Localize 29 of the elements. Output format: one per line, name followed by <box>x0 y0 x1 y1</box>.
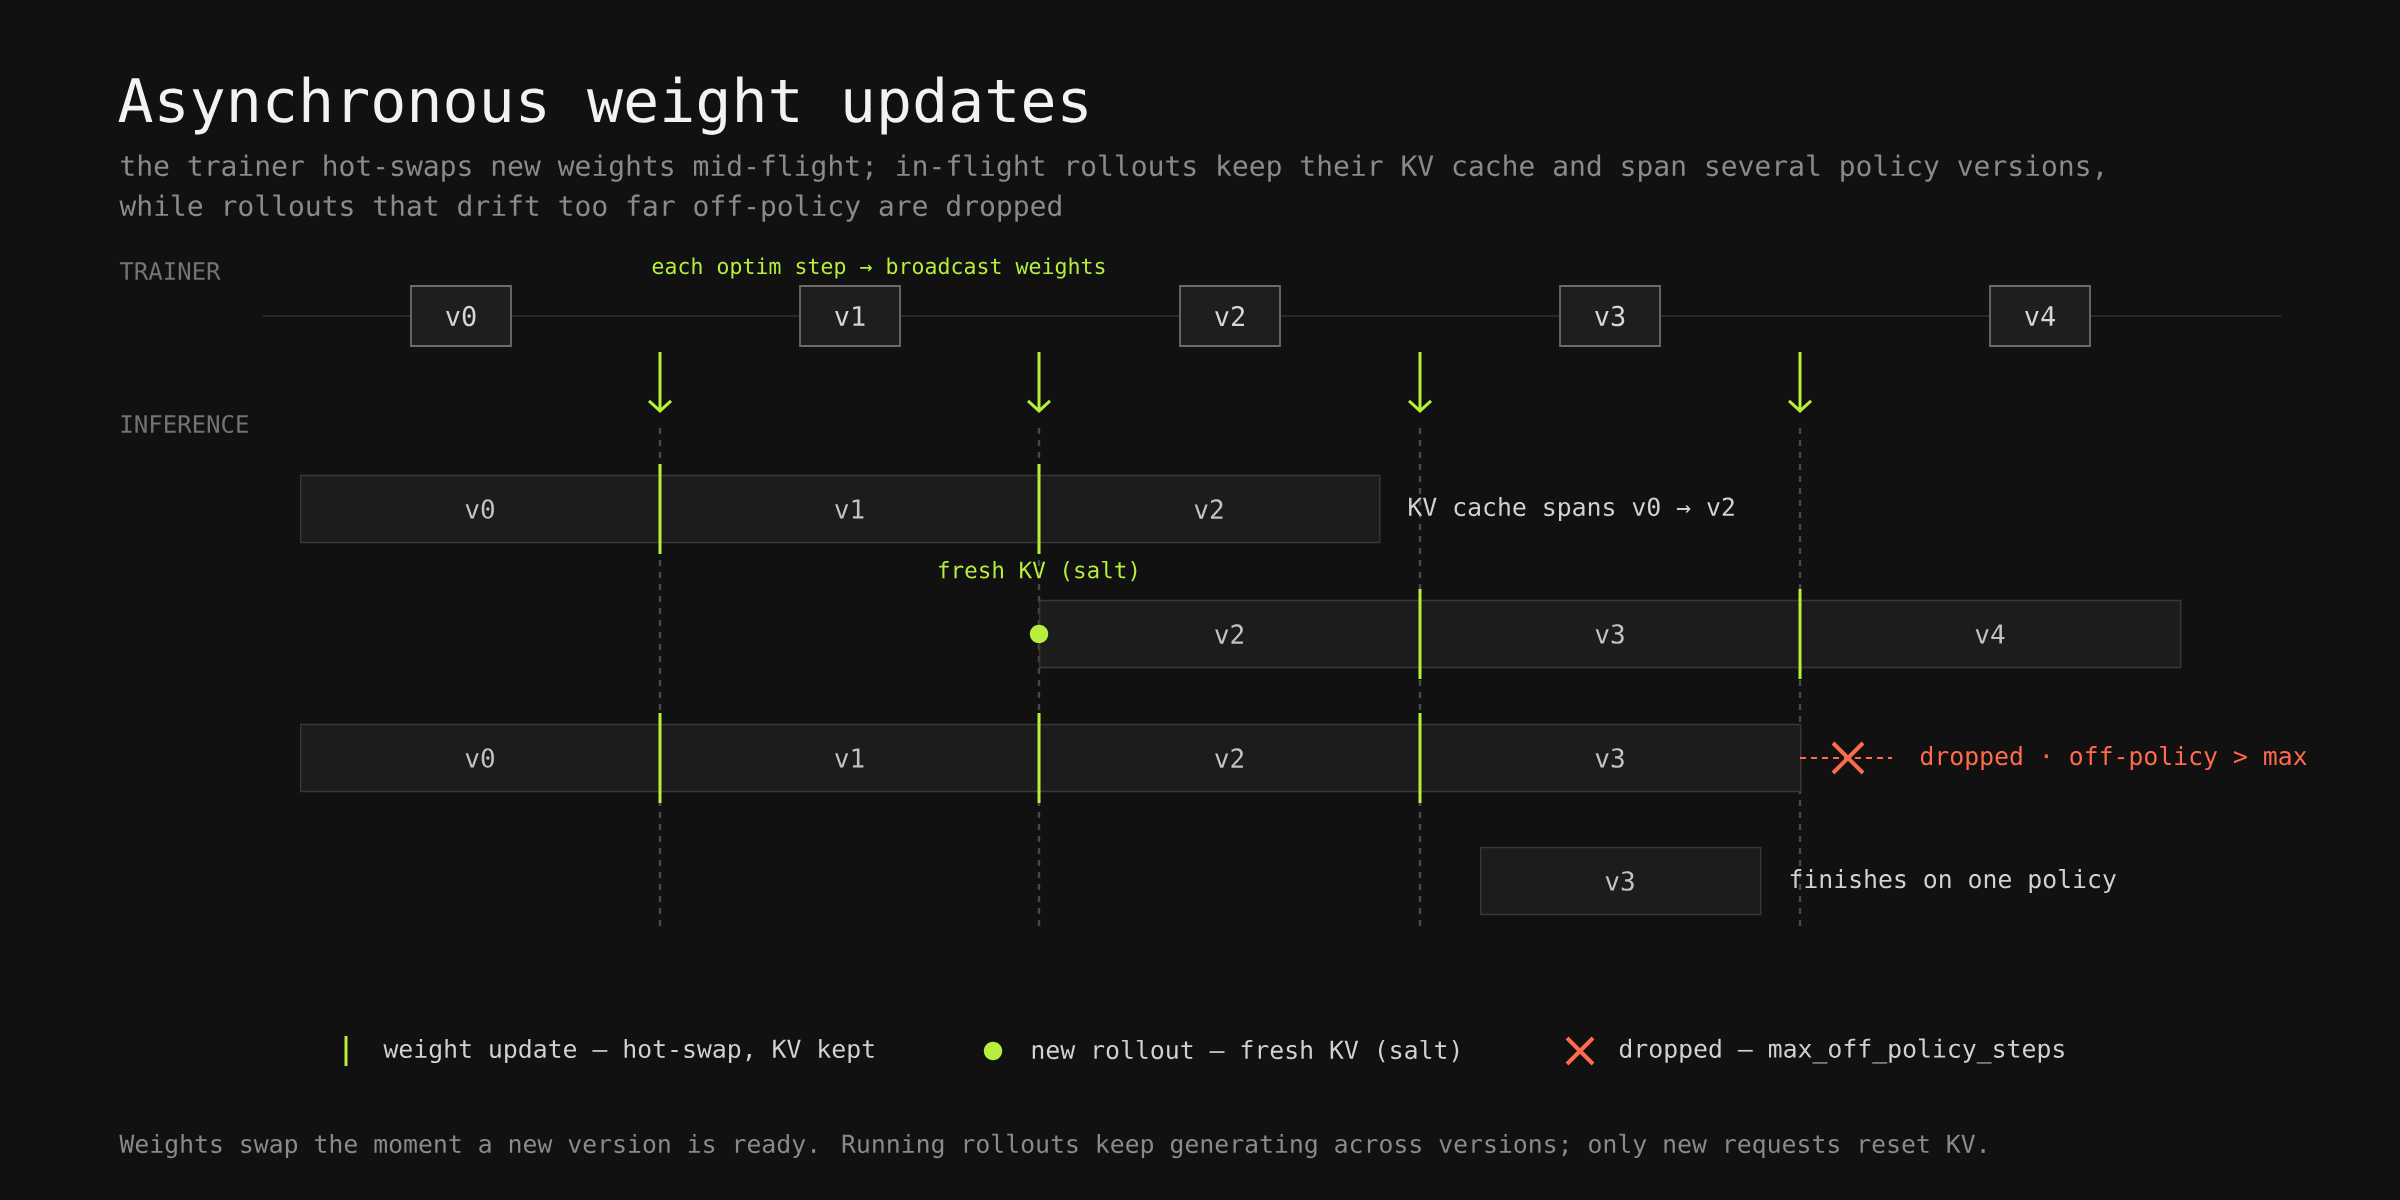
title: Asynchronous weight updates <box>118 76 1087 135</box>
version-label: v3 <box>1595 748 1624 768</box>
version-label: v3 <box>1605 871 1634 891</box>
annotation: fresh KV (salt) <box>939 560 1137 582</box>
version-label: v1 <box>835 499 864 519</box>
section-label: INFERENCE <box>121 414 248 434</box>
version-label: v0 <box>465 748 494 768</box>
legend-text: dropped — max_off_policy_steps <box>1619 1038 2064 1064</box>
legend-text: new rollout — fresh KV (salt) <box>1032 1039 1459 1063</box>
annotation: each optim step → broadcast weights <box>652 257 1105 279</box>
footnote: Weights swap the moment a new version is ready. Running rollouts keep generating across versions; only new requests reset KV. <box>119 1133 1985 1159</box>
version-label: v2 <box>1194 499 1223 519</box>
version-label: v4 <box>1975 624 2005 644</box>
annotation: dropped · off-policy > max <box>1920 745 2307 771</box>
version-box: v3 <box>1559 285 1661 347</box>
annotation: KV cache spans v0 → v2 <box>1409 497 1734 522</box>
legend-text: weight update — hot-swap, KV kept <box>383 1038 874 1064</box>
version-box: v1 <box>799 285 901 347</box>
version-label: v1 <box>835 748 864 768</box>
version-box: v4 <box>1989 285 2091 347</box>
annotation: finishes on one policy <box>1790 868 2116 894</box>
version-box: v0 <box>410 285 512 347</box>
version-label: v0 <box>465 499 494 519</box>
version-label: v2 <box>1215 748 1243 768</box>
version-box: v2 <box>1179 285 1281 347</box>
version-label: v2 <box>1215 624 1243 644</box>
section-label: TRAINER <box>119 262 221 280</box>
version-label: v3 <box>1595 624 1624 644</box>
subtitle: the trainer hot-swaps new weights mid-flight; in-flight rollouts keep their KV cache and span several policy versions, while rollouts that drift too far off-policy are dropped <box>119 154 2102 222</box>
